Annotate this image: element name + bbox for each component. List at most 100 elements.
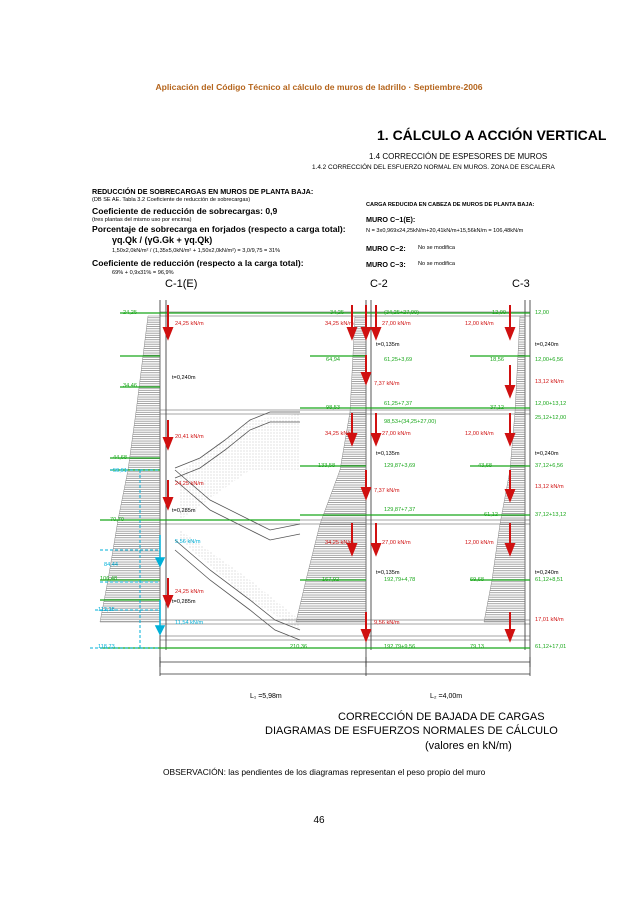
load-coef-calc: 69% + 0,9x31% = 96,9% [112, 270, 174, 276]
c2-load: 34,25 kN/m [325, 540, 354, 546]
left-value: 34,46 [123, 383, 137, 389]
c2-mid: 98,53 [326, 405, 340, 411]
c3-value: 12,00 [492, 310, 506, 316]
running-header: Aplicación del Código Técnico al cálculo… [155, 82, 483, 92]
section-title: 1. CÁLCULO A ACCIÓN VERTICAL [377, 127, 607, 143]
coef-label: Coeficiente de reducción de sobrecargas:… [92, 206, 278, 216]
c3-thickness: t=0,240m [535, 342, 559, 348]
c1-load: 20,41 kN/m [175, 434, 204, 440]
c3-value: 79,13 [470, 644, 484, 650]
c2-load: 34,25 kN/m [325, 431, 354, 437]
c1-load: 11,54 kN/m [175, 620, 204, 626]
c3-value: 69,68 [470, 577, 484, 583]
caption-line3: (valores en kN/m) [425, 740, 512, 752]
coef-note: (tres plantas del mismo uso por encima) [92, 217, 192, 223]
column-label-c3: C-3 [512, 278, 530, 290]
c3-diagram [483, 315, 526, 623]
caption-line1: CORRECCIÓN DE BAJADA DE CARGAS [338, 711, 545, 723]
muro2-note: No se modifica [418, 245, 455, 251]
muro1-calc: N = 3x0,969x24,25kN/m+20,41kN/m+15,56kN/… [366, 228, 524, 234]
left-value: 106,48 [100, 576, 118, 582]
reduction-ref: (DB SE AE. Tabla 3.2 Coeficiente de redu… [92, 197, 251, 203]
c3-value: 37,12 [490, 405, 504, 411]
c3-sum: 12,00+6,56 [535, 357, 564, 363]
c3-value: 18,56 [490, 357, 504, 363]
formula-calc: 1,50x2,0kN/m² / (1,35x5,0kN/m² + 1,50x2,… [112, 248, 281, 254]
c3-sum: 37,12+6,56 [535, 463, 564, 469]
c3-thickness: t=0,240m [535, 570, 559, 576]
c2-thickness: t=0,135m [376, 451, 400, 457]
c2-load: 27,00 kN/m [382, 540, 411, 546]
c2-sum: 61,25+7,37 [384, 401, 413, 407]
left-value: 112,25 [98, 607, 115, 613]
c2-sum: 129,87+3,69 [384, 463, 416, 469]
formula: γq.Qk / (γG.Gk + γq.Qk) [112, 235, 213, 245]
dimension-lines [159, 650, 531, 676]
c3-sum: 12,00+13,12 [535, 401, 567, 407]
load-coef-label: Coeficiente de reducción (respecto a la … [92, 258, 304, 268]
c2-mid: 64,94 [326, 357, 340, 363]
green-force-lines [100, 312, 530, 649]
c3-thickness: t=0,240m [535, 451, 559, 457]
c3-load: 12,00 kN/m [465, 540, 494, 546]
c2-load: 7,37 kN/m [374, 488, 400, 494]
c2-sum: 129,87+7,37 [384, 507, 416, 513]
c2-load: 9,56 kN/m [374, 620, 400, 626]
c1-load: 24,25 kN/m [175, 481, 204, 487]
c3-sum: 25,12+12,00 [535, 415, 567, 421]
c2-load: 27,00 kN/m [382, 321, 411, 327]
c1-load: 24,25 kN/m [175, 321, 204, 327]
reduced-load-title: CARGA REDUCIDA EN CABEZA DE MUROS DE PLA… [366, 202, 535, 208]
muro3-note: No se modifica [418, 261, 455, 267]
left-value: 24,25 [123, 310, 137, 316]
c3-load: 13,12 kN/m [535, 379, 564, 385]
section-subsubtitle: 1.4.2 CORRECCIÓN DEL ESFUERZO NORMAL EN … [312, 164, 555, 171]
pct-label: Porcentaje de sobrecarga en forjados (re… [92, 224, 346, 234]
observation-note: OBSERVACIÓN: las pendientes de los diagr… [163, 767, 486, 777]
c1-thickness: t=0,285m [172, 508, 196, 514]
c3-sum: 61,12+17,01 [535, 644, 567, 650]
span-l1: L₁ =5,98m [250, 693, 282, 700]
red-load-arrows [162, 305, 516, 643]
left-value: 44,68 [113, 455, 127, 461]
c2-load: 34,25 kN/m [325, 321, 354, 327]
cyan-arrows [154, 535, 166, 636]
muro3-label: MURO C−3: [366, 260, 406, 269]
page-number: 46 [313, 815, 325, 826]
c3-load: 12,00 kN/m [465, 321, 494, 327]
c2-sum: 192,79+9,56 [384, 644, 416, 650]
c2-mid: 133,58 [318, 463, 336, 469]
reduction-title: REDUCCIÓN DE SOBRECARGAS EN MUROS DE PLA… [92, 187, 314, 196]
column-label-c2: C-2 [370, 278, 388, 290]
column-label-c1: C-1(E) [165, 278, 198, 290]
c2-load: 27,00 kN/m [382, 431, 411, 437]
c1-load: 24,25 kN/m [175, 589, 204, 595]
span-l2: L₂ =4,00m [430, 693, 463, 700]
c3-load: 17,01 kN/m [535, 617, 564, 623]
c1-thickness: t=0,240m [172, 375, 196, 381]
c3-load: 12,00 kN/m [465, 431, 494, 437]
left-value: 84,44 [104, 562, 118, 568]
c2-top: 34,25 [330, 310, 344, 316]
caption-line2: DIAGRAMAS DE ESFUERZOS NORMALES DE CÁLCU… [265, 725, 558, 737]
c3-value: 61,12 [484, 512, 498, 518]
c2-sum: 98,53+(34,25+27,00) [384, 419, 437, 425]
left-value: 59,91 [113, 468, 127, 474]
muro1-label: MURO C−1(E): [366, 215, 416, 224]
left-value: 118,73 [98, 644, 115, 650]
c2-sum: 61,25+3,69 [384, 357, 413, 363]
section-subtitle: 1.4 CORRECCIÓN DE ESPESORES DE MUROS [369, 152, 548, 161]
c2-thickness: t=0,135m [376, 342, 400, 348]
c2-sum: (34,25+27,00) [384, 310, 419, 316]
c2-mid: 210,36 [290, 644, 308, 650]
c3-load: 13,12 kN/m [535, 484, 564, 490]
c2-thickness: t=0,135m [376, 570, 400, 576]
c3-value: 43,68 [478, 463, 492, 469]
c1-load: 5,56 kN/m [175, 539, 201, 545]
c1-thickness: t=0,285m [172, 599, 196, 605]
c2-mid: 167,92 [322, 577, 340, 583]
c2-sum: 192,79+4,78 [384, 577, 416, 583]
muro2-label: MURO C−2: [366, 244, 406, 253]
c3-sum: 37,12+13,12 [535, 512, 567, 518]
